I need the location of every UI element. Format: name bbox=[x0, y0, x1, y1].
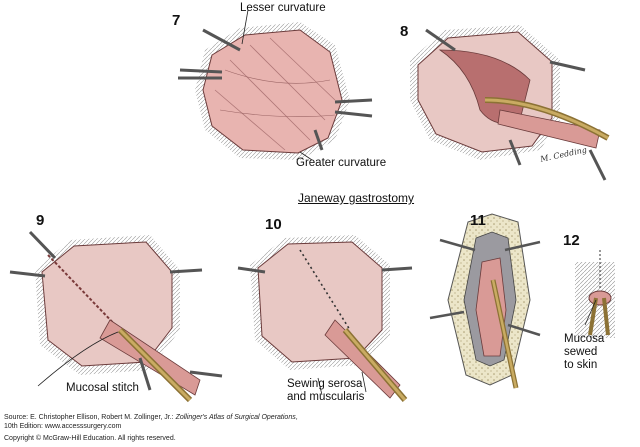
label-sewing-line1: Sewing serosa bbox=[287, 378, 363, 390]
figure-title: Janeway gastrostomy bbox=[298, 191, 415, 205]
label-mucosa-line1: Mucosa bbox=[564, 333, 605, 345]
source-book-title: Zollinger's Atlas of Surgical Operations bbox=[175, 414, 296, 421]
step-number-10: 10 bbox=[265, 216, 282, 233]
step-number-12: 12 bbox=[563, 232, 580, 249]
panel-11-wound-drawing bbox=[429, 213, 541, 389]
source-citation: Source: E. Christopher Ellison, Robert M… bbox=[4, 414, 298, 423]
source-suffix: , bbox=[295, 414, 298, 421]
label-mucosa-line2: sewed bbox=[564, 346, 598, 358]
step-number-8: 8 bbox=[400, 23, 409, 40]
label-lesser-curvature: Lesser curvature bbox=[240, 2, 326, 14]
label-mucosa-line3: to skin bbox=[564, 359, 598, 371]
label-sewing-line2: and muscularis bbox=[287, 391, 365, 403]
copyright-notice: Copyright © McGraw-Hill Education. All r… bbox=[4, 435, 176, 442]
panel-12-skin-drawing bbox=[575, 250, 615, 338]
source-prefix: Source: E. Christopher Ellison, Robert M… bbox=[4, 414, 176, 421]
step-number-7: 7 bbox=[172, 12, 181, 29]
label-mucosal-stitch: Mucosal stitch bbox=[66, 382, 139, 394]
label-greater-curvature: Greater curvature bbox=[296, 157, 387, 169]
panel-9-mucosal-stitch-drawing bbox=[9, 230, 223, 403]
panel-8-flap-tube-drawing bbox=[410, 25, 610, 181]
panel-7-stomach-drawing bbox=[178, 9, 373, 161]
panel-10-sewing-drawing bbox=[237, 235, 413, 402]
step-number-9: 9 bbox=[36, 212, 45, 229]
source-edition: 10th Edition: www.accesssurgery.com bbox=[4, 423, 122, 430]
step-number-11: 11 bbox=[470, 212, 486, 229]
